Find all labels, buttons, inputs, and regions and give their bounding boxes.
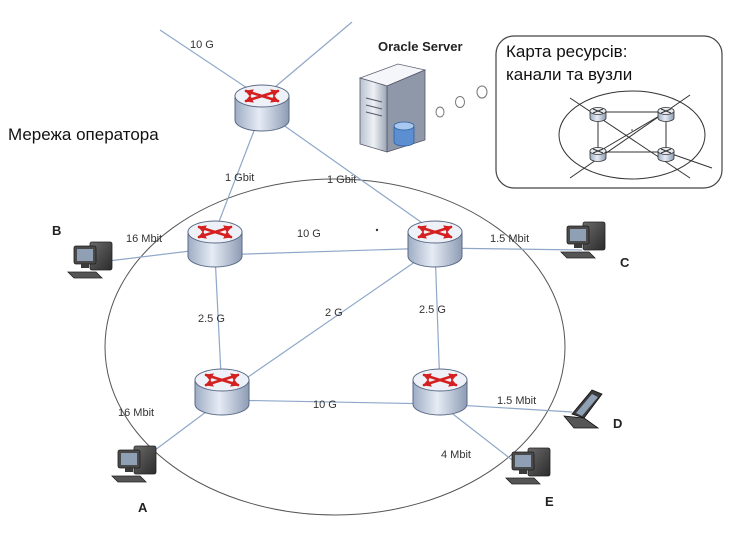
link-bl-br: [221, 399, 441, 405]
endpoint-label-c: C: [620, 255, 630, 270]
router-uplink: [233, 83, 291, 133]
computer-b: [67, 241, 113, 279]
router-bottom-left: [193, 367, 251, 417]
label-tl-tr: 10 G: [297, 228, 321, 240]
endpoint-label-e: E: [545, 494, 554, 509]
resource-map-callout: Карта ресурсів: канали та вузли: [495, 35, 723, 189]
link-tl-tr: [214, 247, 436, 256]
label-bl-br: 10 G: [313, 399, 337, 411]
computer-e: [505, 447, 551, 485]
resource-map-title-line2: канали та вузли: [506, 65, 632, 84]
laptop-d: [563, 389, 603, 429]
label-uplink-left: 1 Gbit: [225, 172, 254, 184]
endpoint-label-a: A: [138, 500, 148, 515]
link-uplink-top: [159, 29, 263, 99]
thought-bubbles: [435, 85, 488, 118]
resource-map-title-line1: Карта ресурсів:: [506, 42, 627, 61]
label-c-tr: 1.5 Mbit: [490, 233, 529, 245]
operator-network-label: Мережа оператора: [8, 125, 159, 144]
label-uplink-right: 1 Gbit: [327, 174, 356, 186]
label-bl-tr: 2 G: [325, 307, 343, 319]
oracle-server-icon: [358, 63, 427, 153]
router-top-left: [186, 219, 244, 269]
link-uplink-top-right: [261, 21, 353, 99]
router-top-right: [406, 219, 464, 269]
router-bottom-right: [411, 367, 469, 417]
link-tr-br: [434, 247, 441, 391]
endpoint-label-d: D: [613, 416, 622, 431]
link-e-br: [439, 403, 526, 471]
computer-c: [560, 221, 606, 259]
endpoint-label-b: B: [52, 223, 61, 238]
label-a-bl: 16 Mbit: [118, 407, 154, 419]
computer-a: [111, 445, 157, 483]
label-b-tl: 16 Mbit: [126, 233, 162, 245]
operator-network-boundary: [104, 178, 566, 516]
label-uplink-top: 10 G: [190, 39, 214, 51]
label-tr-br: 2.5 G: [419, 304, 446, 316]
label-d-br: 1.5 Mbit: [497, 395, 536, 407]
link-uplink-right: [261, 109, 436, 233]
label-tl-bl: 2.5 G: [198, 313, 225, 325]
link-bl-tr: [221, 247, 436, 396]
label-e-br: 4 Mbit: [441, 449, 471, 461]
server-label: Oracle Server: [378, 39, 463, 54]
